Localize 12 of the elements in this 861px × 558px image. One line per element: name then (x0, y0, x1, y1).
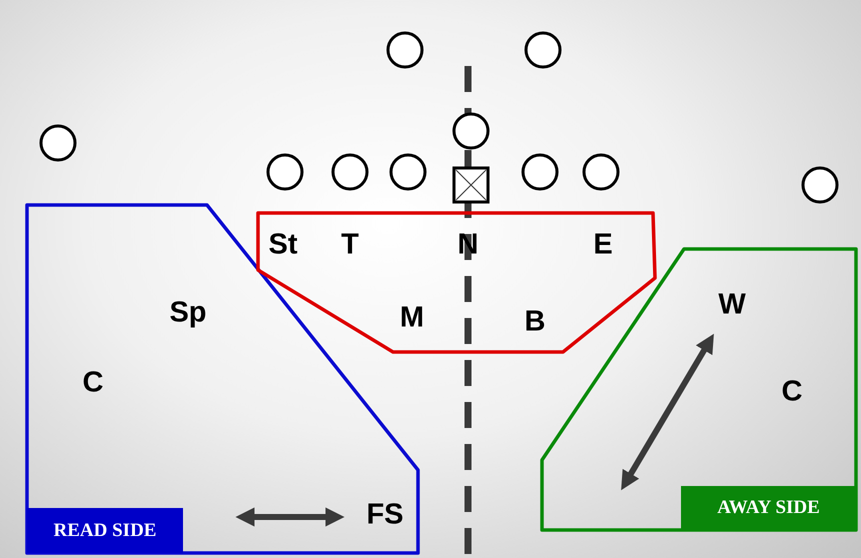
position-label: B (524, 308, 546, 336)
side-tag: READ SIDE (27, 508, 183, 553)
position-label: W (718, 290, 746, 320)
position-label: C (82, 368, 104, 398)
position-label: M (400, 304, 424, 332)
position-label: C (782, 378, 802, 406)
position-label: E (593, 230, 613, 260)
position-label: St (268, 230, 298, 260)
side-tag: AWAY SIDE (681, 486, 856, 530)
position-label: T (341, 230, 359, 260)
position-label: Sp (169, 298, 207, 328)
position-label: FS (366, 500, 404, 530)
